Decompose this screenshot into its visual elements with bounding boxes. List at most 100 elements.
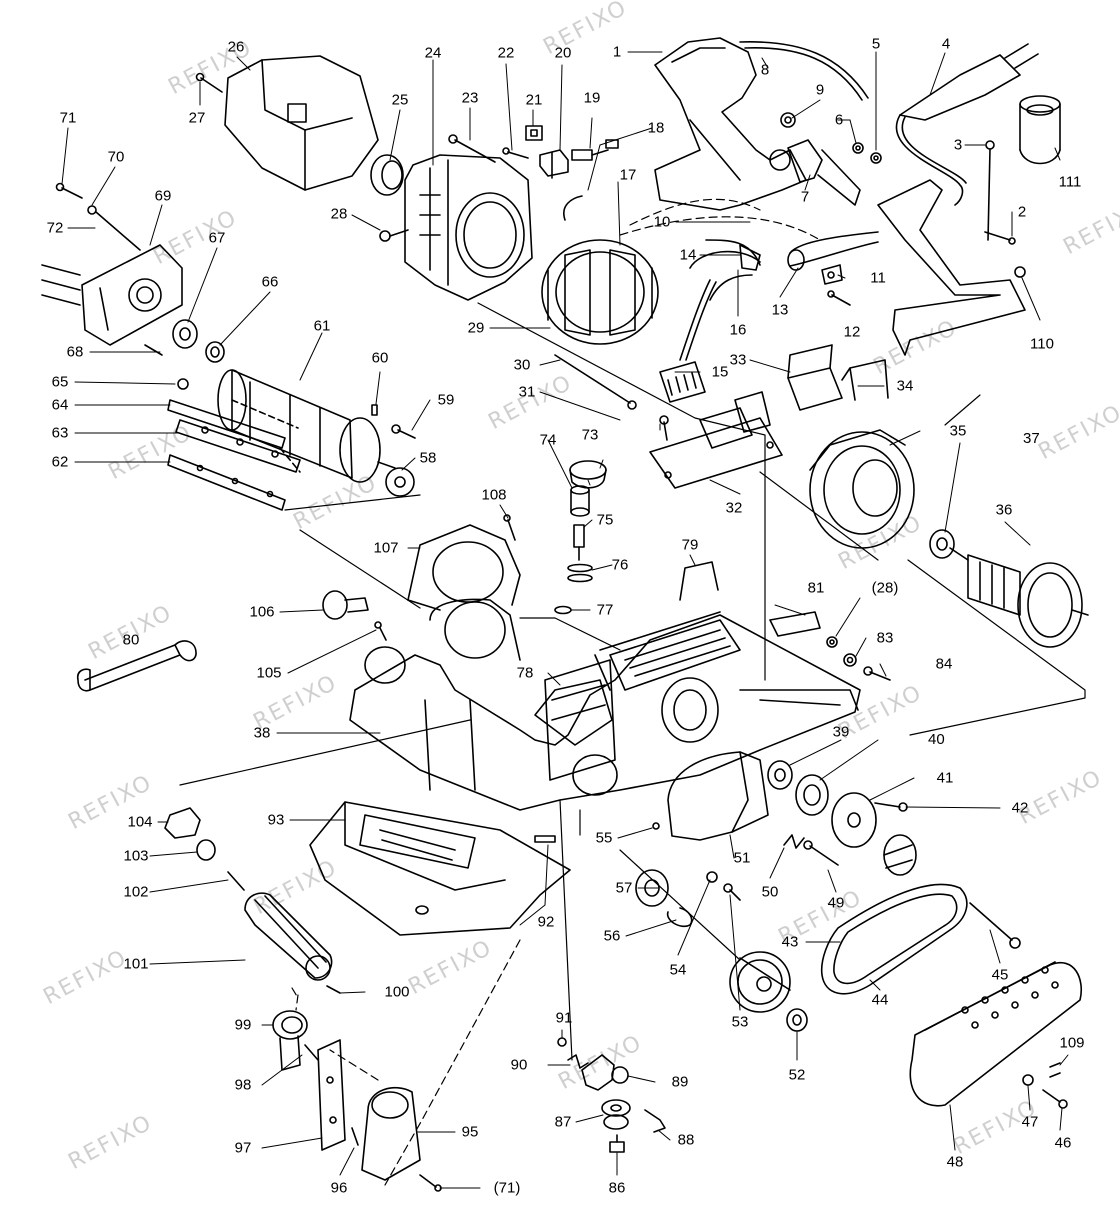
spring-washer-part-76	[567, 563, 593, 583]
part-label-27: 27	[188, 109, 206, 127]
part-label-106: 106	[249, 603, 275, 621]
bearing-part-40	[795, 774, 829, 816]
switch-part-7	[787, 139, 861, 206]
part-label-4: 4	[941, 35, 951, 53]
brush-holder-part-20	[539, 149, 569, 179]
part-label-41: 41	[936, 769, 954, 787]
rear-cover-part-26	[224, 55, 379, 191]
pin-part-91	[557, 1037, 567, 1047]
bearing-part-67	[172, 319, 198, 349]
bearing-ring-part-25	[370, 154, 404, 196]
part-label-30: 30	[513, 356, 531, 374]
part-label-50: 50	[761, 883, 779, 901]
part-label-99: 99	[234, 1016, 252, 1034]
part-label-103: 103	[123, 847, 149, 865]
part-label-68: 68	[66, 343, 84, 361]
bearing-part-37	[929, 529, 955, 559]
part-label-14: 14	[679, 246, 697, 264]
part-label-35: 35	[949, 422, 967, 440]
armature-part-36	[949, 547, 1089, 648]
nut-part-83	[843, 653, 857, 667]
pin-part-96	[351, 1127, 359, 1146]
part-label-9: 9	[815, 81, 825, 99]
part-label-23: 23	[461, 89, 479, 107]
screw-part-71	[55, 182, 83, 199]
part-label-26: 26	[227, 38, 245, 56]
screw-part-59	[391, 424, 416, 439]
cord-sleeve-part-13	[787, 231, 879, 271]
part-label-3: 3	[953, 136, 963, 154]
bearing-housing-part-35	[809, 429, 915, 549]
part-label-58: 58	[419, 449, 437, 467]
screw-part-12	[827, 290, 851, 306]
part-label-15: 15	[711, 363, 729, 381]
flange-part-41	[831, 792, 877, 848]
screw-part-31	[659, 415, 669, 441]
screw-part-71b	[419, 1174, 442, 1192]
part-label-28b: (28)	[871, 579, 899, 597]
part-label-55: 55	[595, 829, 613, 847]
part-label-51: 51	[733, 849, 751, 867]
belt-part-43-44	[820, 883, 968, 995]
part-label-110: 110	[1030, 335, 1054, 353]
part-label-44: 44	[871, 991, 889, 1009]
part-label-16: 16	[729, 321, 747, 339]
part-label-56: 56	[603, 927, 621, 945]
part-label-2: 2	[1017, 203, 1027, 221]
part-label-102: 102	[123, 883, 149, 901]
field-coil-part-29	[541, 239, 659, 345]
part-label-43: 43	[781, 933, 799, 951]
screw-part-84	[863, 666, 891, 681]
nut-part-54	[706, 871, 718, 883]
part-label-90: 90	[510, 1056, 528, 1074]
handle-half-part-1	[654, 37, 807, 211]
nut-part-28	[379, 229, 409, 242]
pin-part-75	[573, 524, 585, 561]
screw-part-86	[609, 1134, 625, 1153]
part-label-31: 31	[518, 383, 536, 401]
part-label-7: 7	[800, 188, 810, 206]
pin-part-92	[534, 835, 556, 843]
spacer-part-39	[767, 760, 793, 790]
washer-part-87	[601, 1099, 631, 1130]
screw-part-68	[144, 344, 163, 356]
part-label-87: 87	[554, 1113, 572, 1131]
part-label-64: 64	[51, 396, 69, 414]
terminal-block-part-15	[659, 279, 717, 403]
part-label-71b: (71)	[493, 1179, 521, 1197]
pin-part-108	[503, 514, 516, 541]
part-label-28: 28	[330, 205, 348, 223]
cap-part-73	[569, 460, 607, 489]
part-label-42: 42	[1011, 799, 1029, 817]
part-label-76: 76	[611, 556, 629, 574]
part-label-46: 46	[1054, 1134, 1072, 1152]
screw-part-5	[870, 152, 882, 164]
lever-part-89	[581, 1054, 629, 1091]
cutter-drum-part-61	[217, 369, 396, 483]
part-label-8: 8	[760, 61, 770, 79]
screw-part-6	[852, 142, 864, 154]
dashed-lines	[291, 198, 821, 1186]
blade-clamp-part-63	[175, 419, 301, 473]
part-label-78: 78	[516, 664, 534, 682]
cord-clamp-part-11	[821, 264, 843, 285]
screw-part-53	[723, 883, 741, 901]
part-label-71: 71	[59, 109, 77, 127]
drive-pulley	[883, 834, 917, 876]
part-label-21: 21	[525, 91, 543, 109]
nut-part-52	[786, 1008, 808, 1032]
part-label-79: 79	[681, 536, 699, 554]
part-label-101: 101	[123, 955, 149, 973]
screw-part-45	[969, 902, 1021, 949]
part-label-49: 49	[827, 894, 845, 912]
capacitor-part-33	[787, 344, 843, 411]
screw-part-42	[874, 802, 908, 812]
pulley-part-58	[385, 467, 415, 497]
part-label-83: 83	[876, 629, 894, 647]
part-label-54: 54	[669, 961, 687, 979]
screw-part-23	[448, 134, 496, 163]
blade-part-64	[167, 399, 286, 449]
part-label-81: 81	[807, 579, 825, 597]
part-label-34: 34	[896, 377, 914, 395]
